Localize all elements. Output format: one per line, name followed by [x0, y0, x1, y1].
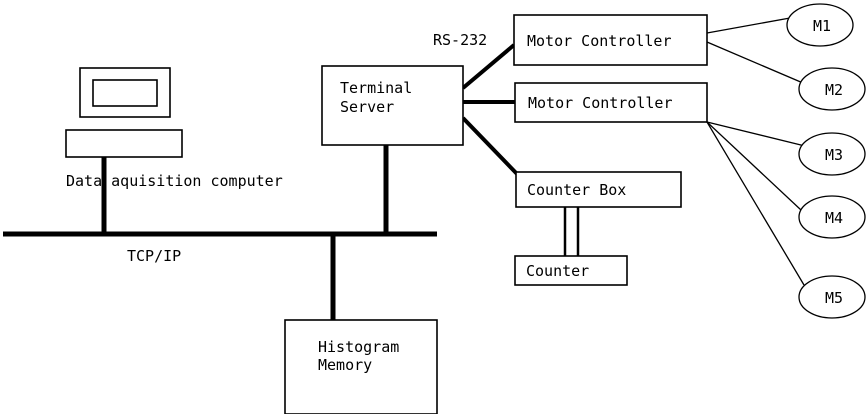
link-terminal-server-to-motor-controller-1: [461, 43, 516, 90]
motor-label-m1: M1: [813, 17, 831, 35]
link-motor-controller-1-to-m1: [706, 17, 791, 34]
counter-label: Counter: [526, 262, 589, 280]
histogram-memory-box[interactable]: [284, 319, 438, 414]
motor-ellipse-m3[interactable]: [798, 132, 866, 176]
terminal-server-label-line1: Terminal: [340, 79, 412, 97]
motor-label-m3: M3: [825, 146, 843, 164]
link-motor-controller-2-to-m3: [706, 121, 806, 147]
motor-controller-1-label: Motor Controller: [527, 32, 672, 50]
link-motor-controller-2-to-m4: [706, 121, 802, 211]
motor-ellipse-m5[interactable]: [798, 275, 866, 319]
link-terminal-server-to-counter-box: [461, 116, 521, 178]
motor-controller-2-label: Motor Controller: [528, 94, 673, 112]
motor-ellipse-m2[interactable]: [798, 67, 866, 111]
terminal-server-box[interactable]: [321, 65, 464, 146]
rs232-label: RS-232: [433, 31, 487, 49]
monitor-screen: [92, 79, 158, 107]
motor-ellipse-m4[interactable]: [798, 195, 866, 239]
motor-controller-2-box[interactable]: [514, 82, 708, 123]
link-motor-controller-2-to-m5: [706, 121, 805, 286]
motor-label-m5: M5: [825, 289, 843, 307]
motor-controller-1-box[interactable]: [513, 14, 708, 66]
motor-label-m4: M4: [825, 209, 843, 227]
link-motor-controller-1-to-m2: [706, 41, 804, 84]
histogram-memory-label-line2: Memory: [318, 356, 372, 374]
terminal-server-label-line2: Server: [340, 98, 394, 116]
counter-box[interactable]: [515, 171, 682, 208]
counter-box-label: Counter Box: [527, 181, 626, 199]
computer-base: [65, 129, 183, 158]
motor-ellipse-m1[interactable]: [786, 3, 854, 47]
computer-caption: Data aquisition computer: [66, 172, 283, 190]
motor-label-m2: M2: [825, 81, 843, 99]
tcpip-label: TCP/IP: [127, 247, 181, 265]
histogram-memory-label-line1: Histogram: [318, 338, 399, 356]
counter-display-box[interactable]: [514, 255, 628, 286]
